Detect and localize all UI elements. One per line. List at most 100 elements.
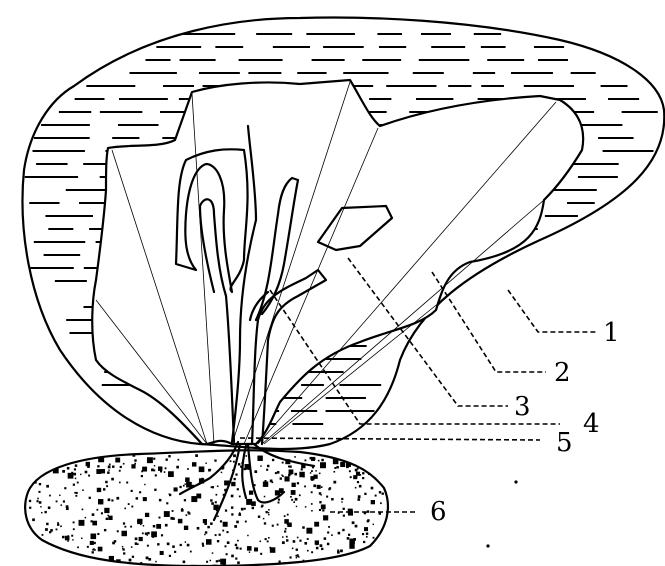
stipple-dot [51,550,53,552]
stipple-dot [337,551,340,554]
stipple-dot [112,542,115,545]
stipple-dot [131,506,133,508]
stipple-dot [37,498,39,500]
stipple-dot [241,508,244,511]
stipple-dot [352,521,355,524]
stipple-dot [134,459,136,461]
stipple-dot [160,469,161,470]
stipple-dot [311,551,313,553]
stipple-dot [319,501,321,503]
stipple-dot [67,461,69,463]
stipple-dot [166,459,168,461]
stipple-dot [311,470,313,472]
stipple-dot [68,561,70,563]
stipple-dot [284,476,289,481]
stipple-dot [304,459,306,461]
stipple-dot [289,472,292,475]
stray-dot [486,544,489,547]
stipple-dot [133,464,135,466]
stipple-dot [89,558,91,560]
stipple-dot [205,462,206,463]
stipple-dot [58,556,60,558]
stipple-dot [333,459,339,465]
stipple-dot [134,463,136,465]
stipple-dot [37,469,39,471]
stipple-dot [73,521,75,523]
stipple-dot [235,473,237,475]
stipple-dot [168,471,174,477]
stipple-dot [366,532,368,534]
stipple-dot [341,501,342,502]
stipple-dot [172,517,175,520]
stipple-dot [40,469,44,473]
stipple-dot [54,463,56,465]
stipple-dot [136,497,138,499]
stipple-dot [358,495,361,498]
stipple-dot [267,465,269,467]
stipple-dot [363,559,365,561]
stipple-dot [390,469,392,471]
stipple-dot [108,469,109,470]
stipple-dot [322,509,324,511]
stipple-dot [376,553,378,555]
stipple-dot [260,541,262,543]
stipple-dot [132,454,135,457]
stipple-dot [375,495,377,497]
stipple-dot [222,530,224,532]
stipple-dot [90,541,94,545]
stipple-dot [280,477,282,479]
stipple-dot [216,560,218,562]
stipple-dot [266,511,268,513]
stipple-dot [89,497,91,499]
stipple-dot [260,465,261,466]
stipple-dot [383,472,385,474]
stipple-dot [135,542,138,545]
stipple-dot [385,453,391,459]
stipple-dot [100,489,102,491]
stipple-dot [278,502,280,504]
stipple-dot [224,545,226,547]
stipple-dot [39,544,41,546]
stipple-dot [373,524,374,525]
stipple-dot [88,559,90,561]
stipple-dot [32,518,35,521]
stipple-dot [34,540,37,543]
callout-4: 4 [583,409,600,439]
stipple-dot [80,474,81,475]
stipple-dot [237,540,239,542]
stipple-dot [375,552,377,554]
stipple-dot [367,520,369,522]
stipple-dot [206,561,208,563]
stipple-dot [252,507,255,510]
stipple-dot [388,489,391,492]
stipple-dot [201,478,203,480]
stipple-dot [284,530,286,532]
stipple-dot [123,522,125,524]
stipple-dot [141,471,143,473]
stipple-dot [355,525,358,528]
stipple-dot [285,528,287,530]
stipple-dot [235,544,237,546]
stipple-dot [57,522,59,524]
stipple-dot [355,487,357,489]
stipple-dot [348,534,350,536]
stipple-dot [263,482,268,487]
stipple-dot [324,537,327,540]
stipple-dot [247,546,252,551]
stipple-dot [169,555,171,557]
stipple-dot [67,540,69,542]
stipple-dot [39,483,41,485]
stipple-dot [263,518,264,519]
stipple-dot [202,545,204,547]
stipple-dot [236,521,239,524]
stipple-dot [212,552,213,553]
stipple-dot [32,545,34,547]
stipple-dot [286,539,288,541]
stipple-dot [307,538,309,540]
stipple-dot [122,546,123,547]
stipple-dot [146,557,149,560]
stipple-dot [152,536,154,538]
stipple-dot [299,472,304,477]
stipple-dot [207,526,209,528]
stipple-dot [349,543,354,548]
